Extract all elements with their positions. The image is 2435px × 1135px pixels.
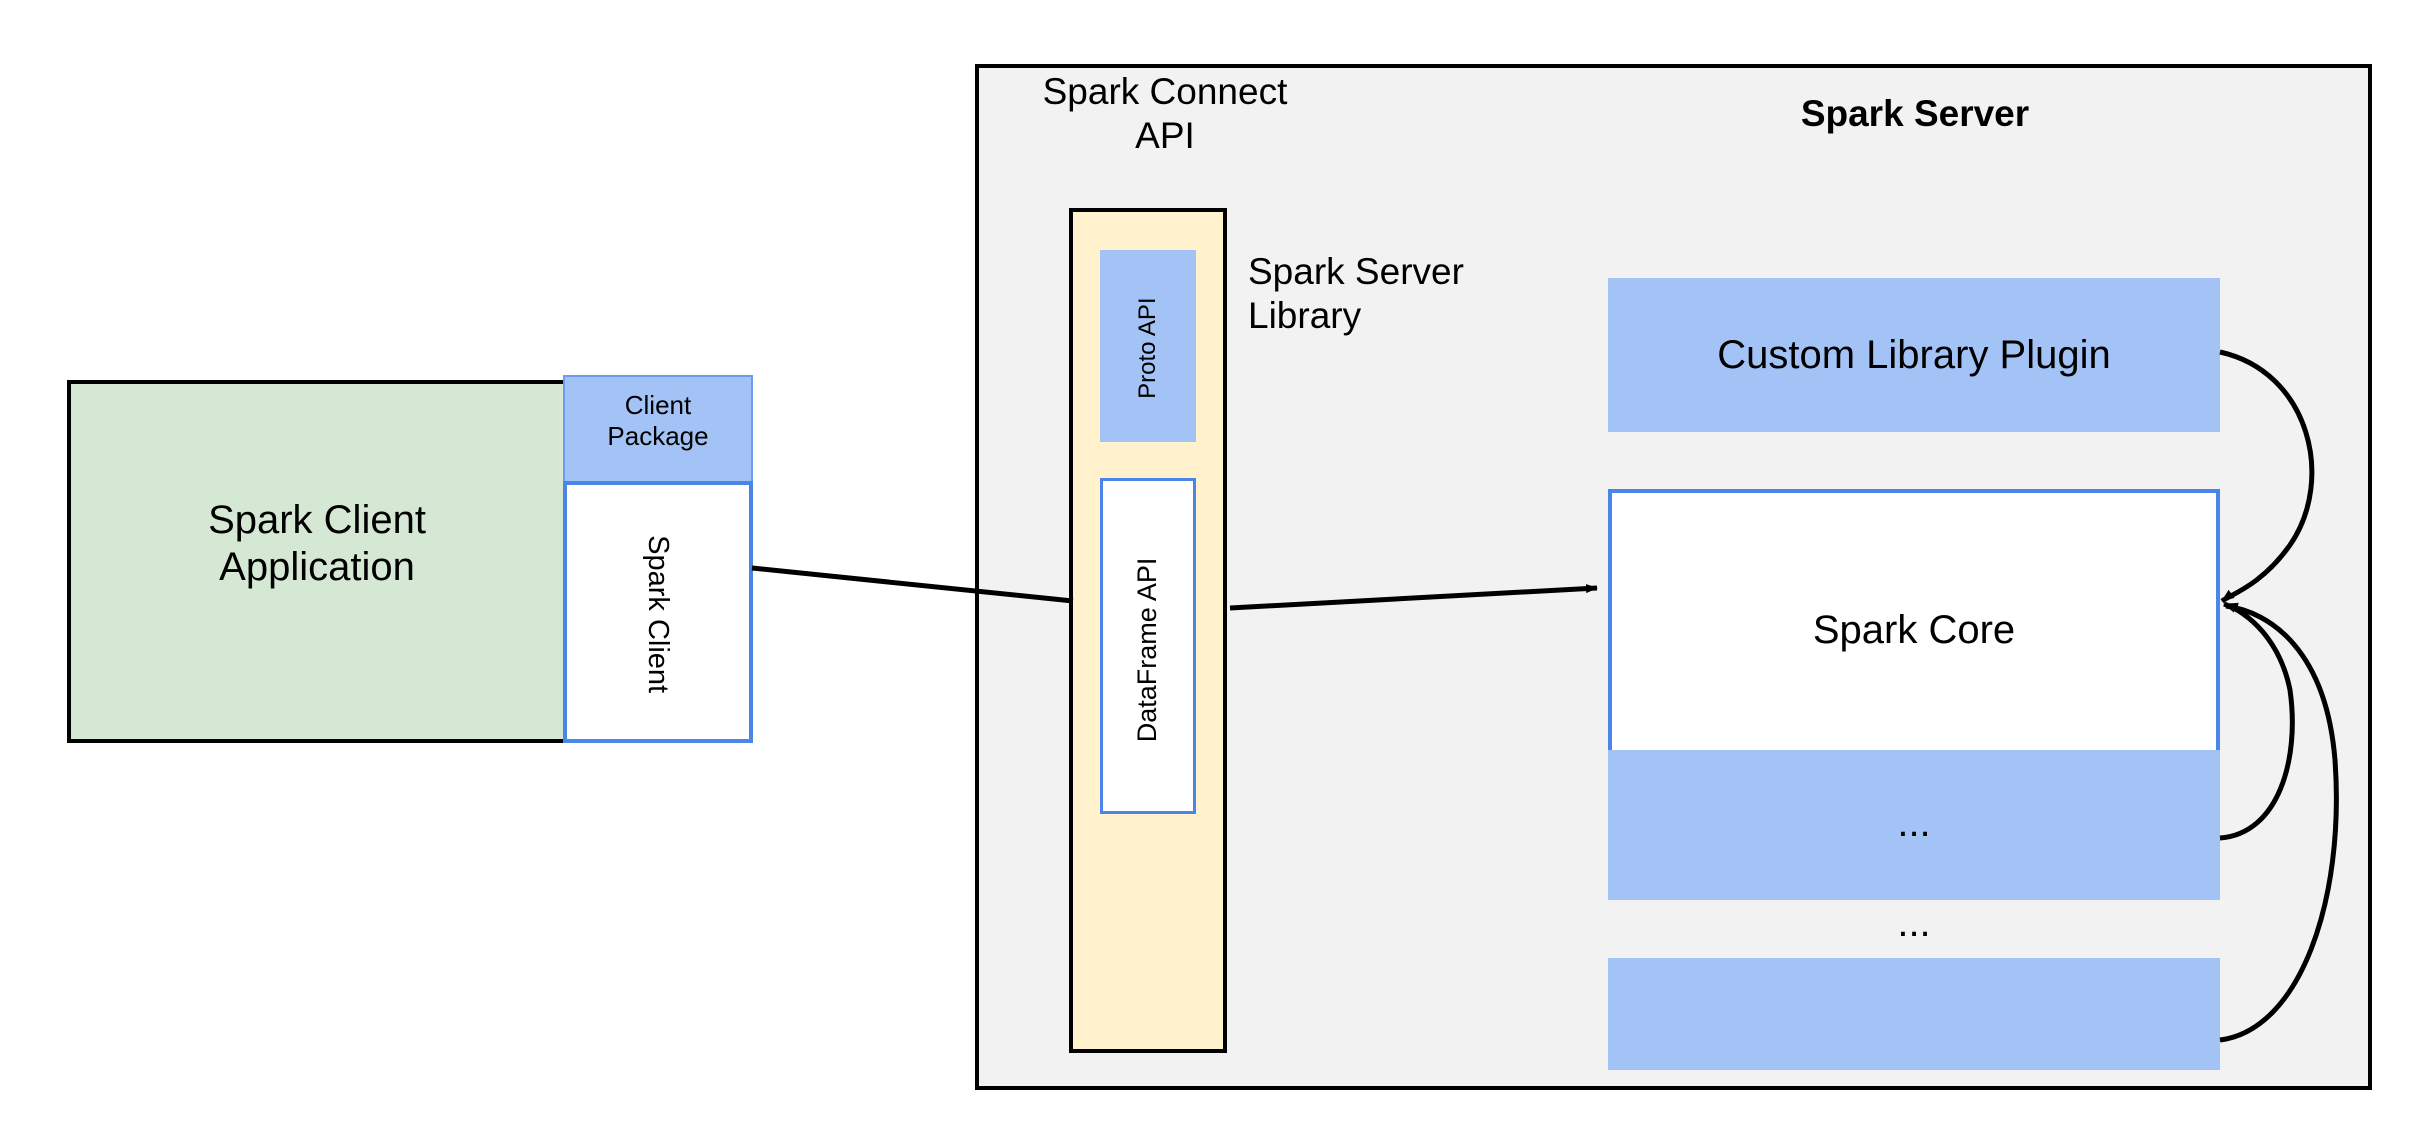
module-ellipsis-2-box (1608, 958, 2220, 1070)
spark-server-title: Spark Server (1800, 93, 2030, 134)
custom-library-plugin-box (1608, 278, 2220, 432)
module-ellipsis-1-label: ... (1897, 801, 1931, 845)
proto-api-label: Proto API (1133, 297, 1161, 399)
spark-client-application-box (67, 380, 567, 743)
spark-connect-api-label: Spark Connect API (1042, 71, 1288, 156)
spark-client-box (563, 481, 753, 743)
client-package-box (563, 375, 753, 482)
spark-core-label: Spark Core (1812, 608, 2016, 652)
spark-client-label: Spark Client (642, 535, 675, 694)
module-ellipsis-2-label: ... (1897, 901, 1931, 945)
custom-library-plugin-label: Custom Library Plugin (1717, 333, 2111, 377)
dataframe-api-box (1100, 478, 1196, 814)
dataframe-api-label: DataFrame API (1132, 557, 1163, 743)
spark-client-application-label: Spark Client Application (208, 498, 426, 590)
proto-api-box (1100, 250, 1196, 442)
spark-server-library-label: Spark Server Library (1248, 251, 1464, 336)
client-package-label: Client Package (607, 390, 709, 451)
module-ellipsis-1-box (1608, 750, 2220, 900)
spark-core-box (1608, 489, 2220, 771)
